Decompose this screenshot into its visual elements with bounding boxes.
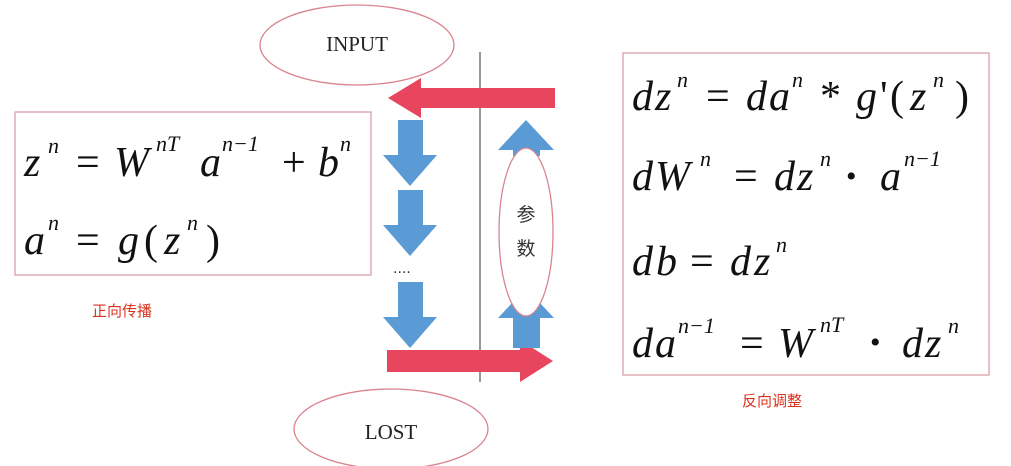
parameters-node: 参 数 — [498, 147, 554, 317]
backward-equations-box: d z n = d a n * g ' ( z n ) d W n = d z … — [622, 48, 990, 376]
backward-adjustment-label: 反向调整 — [742, 392, 802, 410]
lost-node: LOST — [293, 388, 489, 466]
parameters-label-top: 参 — [516, 204, 535, 226]
backward-equation-1: d z n = d a n * g ' ( z n ) — [632, 48, 969, 120]
parameters-label-bottom: 数 — [516, 238, 535, 260]
lost-label: LOST — [365, 420, 418, 444]
forward-equation-2: a n = g ( z n ) — [24, 191, 220, 264]
forward-down-arrow-3 — [383, 282, 437, 348]
forward-equations-box: z n = W nT a n−1 + b n a n = g ( z n ) — [14, 111, 372, 276]
backward-equation-3: d b = d z n — [632, 232, 787, 285]
forward-output-arrow — [387, 340, 553, 382]
forward-down-arrow-2 — [383, 190, 437, 256]
forward-propagation-label: 正向传播 — [92, 302, 152, 320]
backward-equation-2: d W n = d z n • a n−1 — [632, 127, 941, 200]
forward-down-arrow-1 — [383, 120, 437, 186]
backward-equation-4: d a n−1 = W nT • d z n — [632, 293, 959, 367]
input-label: INPUT — [326, 32, 388, 56]
ellipsis-text: .... — [393, 261, 411, 277]
input-node: INPUT — [259, 4, 455, 86]
forward-equation-1: z n = W nT a n−1 + b n — [23, 112, 352, 186]
backward-up-arrow-upper — [498, 120, 554, 156]
backward-return-arrow — [388, 78, 555, 118]
